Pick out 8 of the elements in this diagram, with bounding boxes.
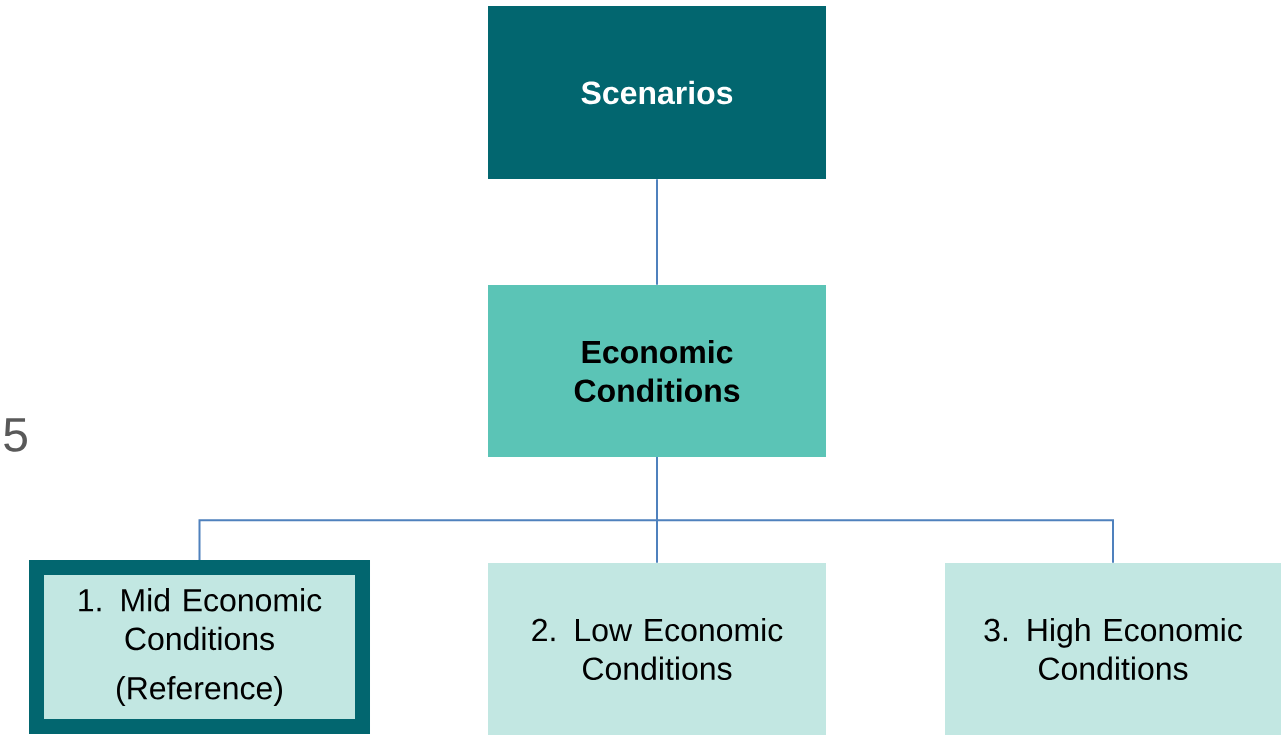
heading-box: Scenarios — [488, 6, 826, 179]
connector-line — [656, 456, 1114, 564]
scenario-box: 1. Mid Economic Conditions (Reference) — [29, 560, 370, 734]
connector-line — [656, 178, 658, 286]
scenario-box: 2. Low Economic Conditions — [488, 563, 826, 735]
page-number: 5 — [4, 418, 27, 452]
category-box: Economic Conditions — [488, 285, 826, 457]
scenario-box: 3. High Economic Conditions — [945, 563, 1281, 735]
